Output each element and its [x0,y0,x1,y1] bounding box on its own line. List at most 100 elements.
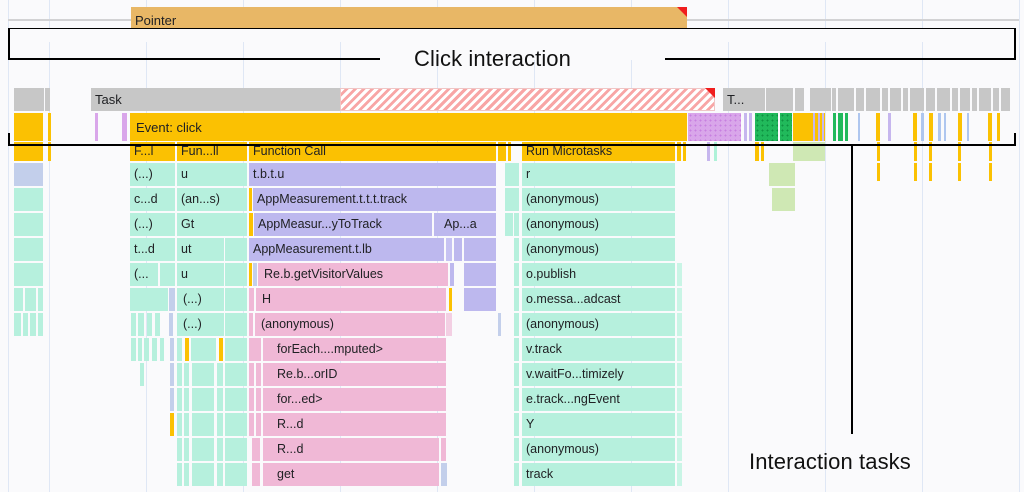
flame-cell[interactable] [514,213,519,236]
flame-cell-col-d[interactable]: v.track [522,338,675,361]
flame-cell[interactable] [256,413,261,436]
flame-cell[interactable] [514,338,519,361]
flame-cell[interactable] [177,463,182,486]
task-chunk[interactable] [926,88,935,111]
task-bar-truncated[interactable]: T... [723,88,765,111]
event-chunk-green[interactable] [780,113,792,141]
flame-cell[interactable] [219,338,223,361]
flame-cell[interactable] [683,142,686,161]
flame-cell-col-b[interactable]: ut [177,238,224,261]
event-chunk[interactable] [876,113,880,141]
event-chunk[interactable] [958,113,962,141]
flame-cell[interactable] [14,313,21,336]
flame-cell[interactable] [677,463,682,486]
flame-cell[interactable] [184,363,189,386]
flame-cell[interactable] [152,338,157,361]
event-chunk-lavender[interactable] [888,113,891,141]
flame-cell[interactable] [464,238,496,261]
event-chunk[interactable] [929,113,933,141]
task-chunk[interactable] [45,88,50,111]
flame-cell[interactable] [761,142,764,161]
flame-cell-col-c[interactable]: AppMeasur...yToTrack [254,213,432,236]
task-chunk[interactable] [856,88,864,111]
flame-cell-col-c[interactable]: Re.b...orID [263,363,446,386]
flame-cell[interactable] [14,213,43,236]
flame-cell[interactable] [454,238,462,261]
flame-cell-col-d[interactable]: o.publish [522,263,675,286]
event-click-bar[interactable]: Event: click [130,113,687,141]
flame-cell[interactable] [192,413,214,436]
flame-cell[interactable] [769,163,795,186]
event-chunk-lavender[interactable] [744,113,747,141]
flame-cell[interactable] [677,313,682,336]
flame-cell[interactable] [498,313,501,336]
flame-cell[interactable] [140,363,144,386]
flame-cell-col-b[interactable]: u [177,163,247,186]
event-chunk-blue[interactable] [858,113,860,141]
flame-cell[interactable] [169,313,173,336]
flame-cell[interactable] [450,263,454,286]
flame-cell-col-d[interactable]: (anonymous) [522,213,675,236]
task-chunk[interactable] [972,88,977,111]
flame-cell[interactable] [929,142,932,161]
flame-tick[interactable] [877,163,880,181]
flame-cell[interactable] [155,313,160,336]
flame-cell[interactable] [48,142,51,161]
flame-cell-col-a[interactable]: (...) [130,213,175,236]
flame-cell-col-c[interactable]: get [263,463,439,486]
flame-cell[interactable] [160,338,164,361]
task-chunk[interactable] [937,88,950,111]
flame-cell-col-c[interactable]: t.b.t.u [249,163,496,186]
flame-cell-col-c[interactable]: R...d [263,413,446,436]
flame-cell-col-c-sibling[interactable]: Ap...a [434,213,496,236]
flame-cell[interactable] [225,338,247,361]
flame-cell[interactable] [177,413,182,436]
event-chunk[interactable] [14,113,43,141]
flame-tick[interactable] [989,163,992,181]
flame-cell[interactable] [249,263,252,286]
flame-cell-col-d[interactable]: e.track...ngEvent [522,388,675,411]
flame-cell[interactable] [441,438,446,461]
flame-cell[interactable] [30,313,36,336]
event-chunk-blue[interactable] [967,113,969,141]
event-chunk-lavender[interactable] [818,113,820,141]
flame-cell[interactable] [505,213,513,236]
flame-cell[interactable] [514,363,519,386]
flame-cell-col-c[interactable]: R...d [263,438,439,461]
flame-tick[interactable] [877,142,880,160]
event-chunk-purple[interactable] [122,113,127,141]
flame-cell[interactable] [170,388,174,411]
event-chunk[interactable] [913,113,917,141]
flame-cell-col-c[interactable]: for...ed> [263,388,446,411]
flame-tick[interactable] [958,163,961,181]
task-chunk[interactable] [838,88,854,111]
flame-cell[interactable] [225,463,247,486]
flame-cell-col-b[interactable]: (an...s) [177,188,247,211]
flame-cell[interactable] [225,288,247,311]
event-chunk[interactable] [48,113,51,141]
flame-cell[interactable] [160,263,175,286]
long-task-bar[interactable] [340,88,715,111]
flame-cell[interactable] [958,142,961,161]
flame-cell[interactable] [505,188,519,211]
flame-cell[interactable] [191,338,216,361]
task-chunk[interactable] [979,88,991,111]
event-chunk[interactable] [997,113,1000,141]
event-chunk-lavender[interactable] [813,113,815,141]
flame-cell[interactable] [677,288,682,311]
event-chunk-blue[interactable] [921,113,924,141]
flame-cell[interactable] [514,313,519,336]
flame-cell[interactable] [514,238,519,261]
event-chunk-purple[interactable] [688,113,741,141]
event-chunk-green[interactable] [845,113,848,141]
flame-cell[interactable] [793,142,825,161]
flame-cell[interactable] [514,438,519,461]
flame-cell-col-c[interactable]: AppMeasurement.t.lb [249,238,444,261]
flame-cell[interactable] [217,413,223,436]
flame-cell[interactable] [514,263,519,286]
flame-cell[interactable] [170,413,174,436]
event-chunk-green[interactable] [833,113,836,141]
flame-cell[interactable] [464,288,496,311]
flame-cell-col-c[interactable]: Re.b.getVisitorValues [258,263,448,286]
flame-cell[interactable] [217,463,223,486]
